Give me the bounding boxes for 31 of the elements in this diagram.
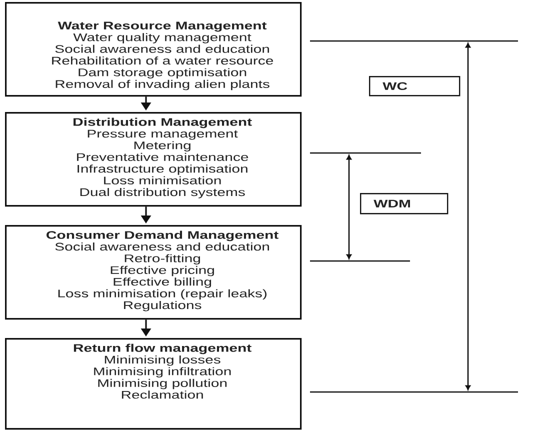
process-box — [5, 338, 302, 430]
heading: Distribution Management — [74, 118, 252, 128]
list-item: Rehabilitation of a water resource — [52, 56, 274, 65]
list-item: Reclamation — [122, 390, 203, 399]
list-item: Minimising losses — [104, 356, 220, 366]
list-item: Pressure management — [88, 130, 238, 140]
list-item: Social awareness and education — [55, 242, 269, 251]
label-box: WC — [369, 76, 460, 96]
list-item: Water quality management — [73, 33, 252, 44]
list-item: Effective billing — [114, 278, 212, 288]
list-item: Minimising infiltration — [94, 367, 231, 378]
list-item: Metering — [134, 141, 190, 152]
heading: Consumer Demand Management — [46, 230, 278, 242]
list-item: Preventative maintenance — [77, 152, 248, 161]
heading: Water Resource Management — [58, 22, 267, 32]
list-item: Minimising pollution — [98, 378, 227, 390]
process-box — [5, 112, 302, 207]
list-item: Removal of invading alien plants — [56, 80, 270, 90]
list-item: Effective pricing — [110, 266, 214, 276]
list-item: Retro-fitting — [124, 254, 200, 264]
list-item: Infrastructure optimisation — [78, 164, 248, 175]
list-item: Regulations — [124, 301, 202, 312]
heading: Return flow management — [74, 344, 252, 354]
label-box: WDM — [360, 193, 448, 214]
list-item: Social awareness and education — [55, 44, 269, 53]
list-item: Loss minimisation (repair leaks) — [58, 289, 266, 300]
list-item: Dam storage optimisation — [78, 68, 246, 78]
list-item: Loss minimisation — [104, 176, 221, 184]
list-item: Dual distribution systems — [80, 188, 245, 198]
process-box — [5, 225, 302, 320]
process-box — [5, 2, 302, 97]
